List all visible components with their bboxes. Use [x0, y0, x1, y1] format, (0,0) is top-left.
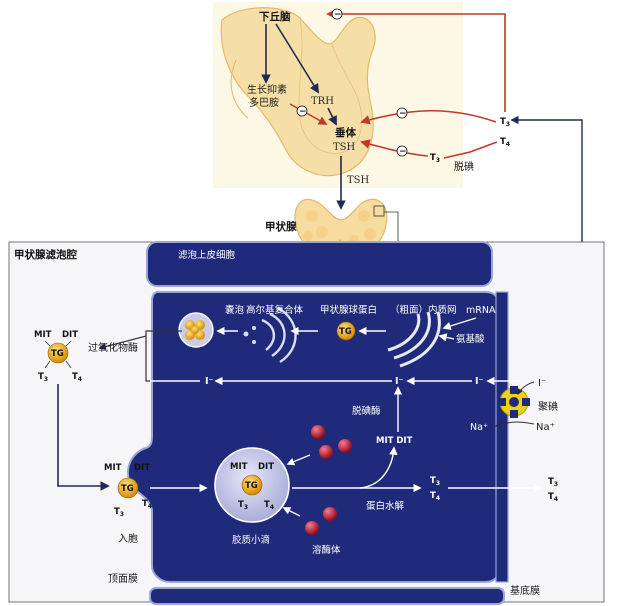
vesicle-label: 囊泡 — [225, 304, 245, 316]
upper-cell — [146, 241, 493, 287]
basal-membrane-label: 基底膜 — [510, 584, 540, 597]
mrna-label: mRNA — [466, 305, 496, 316]
svg-text:T3: T3 — [238, 500, 248, 511]
follicle-lumen-label: 甲状腺滤泡腔 — [14, 248, 77, 261]
svg-text:−: − — [299, 107, 307, 117]
golgi-label: 高尔基复合体 — [246, 304, 304, 316]
svg-text:T4: T4 — [548, 492, 558, 503]
arrow-trh-to-pituitary — [327, 107, 337, 126]
feedback-t3-to-pituitary — [360, 109, 497, 125]
svg-text:TG: TG — [121, 484, 134, 494]
t3-deiod-label: T3 — [430, 153, 440, 164]
zoom-box — [373, 205, 385, 217]
amino-acid-label: 氨基酸 — [456, 333, 485, 345]
endocytosis-label: 入胞 — [118, 533, 138, 545]
svg-text:T4: T4 — [264, 500, 274, 511]
svg-text:MIT: MIT — [34, 330, 52, 340]
somatostatin-label: 生长抑素 — [247, 83, 287, 96]
pituitary-tsh-label: TSH — [333, 142, 356, 153]
svg-text:TG: TG — [245, 481, 258, 491]
iodide-left-label: I⁻ — [205, 376, 214, 387]
svg-text:MIT: MIT — [104, 463, 122, 473]
arrow-to-trh — [275, 23, 320, 94]
lysosome-label: 溶酶体 — [312, 544, 341, 556]
lysosomes-top — [311, 425, 352, 459]
peroxidase-label: 过氧化物酶 — [88, 341, 138, 354]
pituitary-label: 垂体 — [335, 126, 356, 139]
na-inside-label: Na⁺ — [470, 422, 488, 433]
colloid-droplet-label: 胶质小滴 — [232, 534, 270, 546]
deiodinase-label: 脱碘酶 — [352, 405, 381, 417]
thyroglobulin-ball — [336, 321, 356, 341]
inhibit-badge-1 — [296, 105, 308, 117]
svg-text:T3: T3 — [548, 477, 558, 488]
inhibit-badge-4 — [396, 145, 408, 157]
tsh-axis-label: TSH — [347, 175, 370, 186]
feedback-to-hypothalamus — [326, 9, 506, 112]
tg-lumen-top — [47, 342, 69, 364]
t3-right-label: T3 — [500, 117, 510, 128]
thyroid-label: 甲状腺 — [265, 220, 297, 233]
svg-text:DIT: DIT — [134, 463, 150, 473]
feedback-deiod-to-pituitary — [360, 139, 429, 157]
tg-endocytosis — [117, 477, 139, 499]
thyroid-gland — [294, 198, 388, 255]
dopamine-label: 多巴胺 — [249, 96, 279, 109]
deiodination-label: 脱碘 — [454, 160, 474, 173]
thyroglobulin-label: 甲状腺球蛋白 — [320, 304, 377, 316]
svg-text:T3: T3 — [430, 476, 440, 487]
epithelial-cell-label: 滤泡上皮细胞 — [178, 249, 236, 261]
t4-right-label: T4 — [500, 137, 510, 148]
svg-text:MIT: MIT — [230, 462, 248, 472]
svg-text:−: − — [399, 147, 407, 157]
iodide-mid-label: I⁻ — [395, 376, 404, 387]
lysosomes-bottom — [305, 507, 337, 535]
proteolysis-label: 蛋白水解 — [366, 500, 405, 512]
na-outside-label: Na⁺ — [536, 422, 555, 433]
svg-text:T4: T4 — [430, 491, 440, 502]
iodide-right-label: I⁻ — [475, 376, 484, 387]
lower-cell — [149, 587, 505, 605]
rough-er-label: （粗面）内质网 — [390, 304, 457, 316]
svg-text:T4: T4 — [142, 499, 152, 510]
svg-text:T3: T3 — [114, 507, 124, 518]
svg-text:DIT: DIT — [258, 462, 274, 472]
inhibit-badge-3 — [396, 107, 408, 119]
apical-membrane-label: 顶面膜 — [108, 573, 138, 585]
inhibit-badge-2 — [331, 8, 343, 20]
svg-text:−: − — [334, 10, 342, 20]
iodide-outside-label: I⁻ — [538, 378, 546, 389]
brain-region — [213, 2, 463, 188]
inhibit-somatostatin-arrow — [289, 103, 328, 125]
hypothalamus-label: 下丘脑 — [259, 10, 291, 23]
trh-label: TRH — [311, 96, 334, 107]
svg-text:TG: TG — [339, 327, 352, 337]
svg-text:T4: T4 — [72, 372, 82, 383]
svg-text:TG: TG — [51, 349, 64, 359]
svg-text:T3: T3 — [38, 372, 48, 383]
svg-text:−: − — [399, 109, 407, 119]
mit-dit-label: MIT DIT — [376, 436, 413, 446]
rough-er — [387, 311, 441, 368]
pituitary-gland-shape — [220, 7, 376, 177]
symporter-label: 聚碘 — [538, 400, 558, 413]
svg-text:DIT: DIT — [62, 330, 78, 340]
